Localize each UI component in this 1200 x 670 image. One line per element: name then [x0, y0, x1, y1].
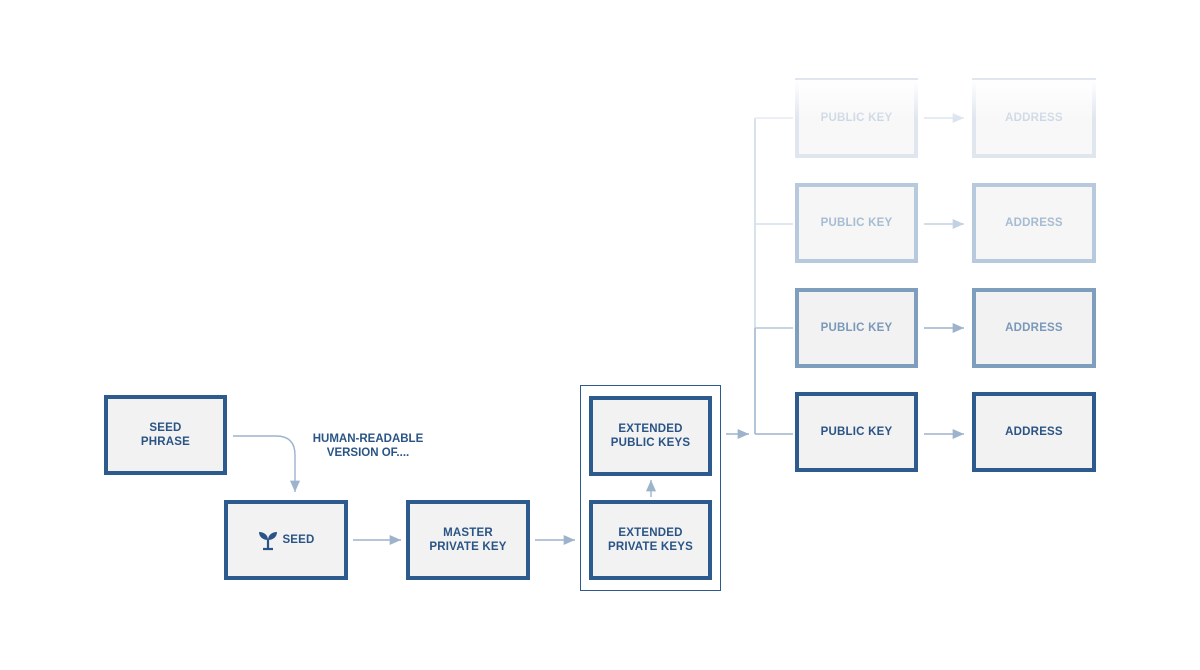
extended-public-keys-label: EXTENDED PUBLIC KEYS [610, 423, 691, 449]
seed-label: SEED [282, 534, 315, 546]
master-private-key-box: MASTER PRIVATE KEY [406, 500, 530, 580]
seed-phrase-label: SEED PHRASE [140, 422, 191, 448]
public-key-box: PUBLIC KEY [795, 288, 918, 368]
sprout-icon [259, 532, 278, 551]
public-key-box: PUBLIC KEY [795, 183, 918, 263]
address-label: ADDRESS [1005, 217, 1063, 229]
address-box: ADDRESS [972, 288, 1096, 368]
extended-keys-group [580, 385, 721, 591]
address-box: ADDRESS [972, 78, 1096, 158]
public-key-label: PUBLIC KEY [820, 217, 893, 229]
arrow-phrase-to-seed [233, 435, 301, 492]
seed-box: SEED [224, 500, 348, 580]
public-key-label: PUBLIC KEY [820, 112, 893, 124]
public-key-box: PUBLIC KEY [795, 78, 918, 158]
address-label: ADDRESS [1005, 322, 1063, 334]
public-key-box: PUBLIC KEY [795, 392, 918, 472]
address-label: ADDRESS [1005, 426, 1063, 438]
extended-public-keys-box: EXTENDED PUBLIC KEYS [589, 396, 712, 476]
extended-private-keys-box: EXTENDED PRIVATE KEYS [589, 500, 712, 580]
address-box: ADDRESS [972, 392, 1096, 472]
address-label: ADDRESS [1005, 112, 1063, 124]
seed-phrase-box: SEED PHRASE [104, 395, 227, 475]
address-box: ADDRESS [972, 183, 1096, 263]
public-key-label: PUBLIC KEY [820, 322, 893, 334]
extended-private-keys-label: EXTENDED PRIVATE KEYS [607, 527, 694, 553]
public-key-label: PUBLIC KEY [820, 426, 893, 438]
human-readable-note: HUMAN-READABLE VERSION OF.... [312, 433, 424, 459]
master-private-key-label: MASTER PRIVATE KEY [429, 527, 507, 553]
